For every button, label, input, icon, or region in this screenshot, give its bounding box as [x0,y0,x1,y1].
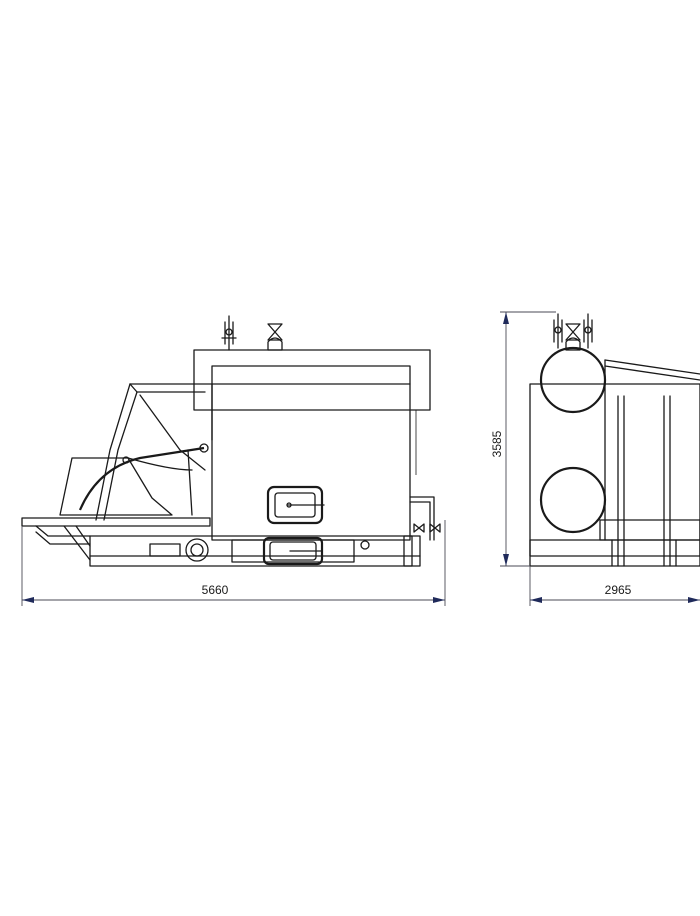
hourglass-valve-icon [267,323,283,351]
loading-platform [21,517,211,527]
safety-valve-icon [221,315,237,351]
dimension-height [500,311,556,567]
check-valve-icon [413,523,441,533]
front-housing [529,383,700,557]
height-label: 3585 [490,430,504,457]
screw-feeder-tube [78,446,205,511]
base-frame [89,535,421,567]
front-view [529,313,700,567]
boiler-top-casing [193,349,431,411]
front-safety-valve-icon [553,313,563,349]
main-housing [211,365,411,541]
upper-drum [539,346,607,414]
inspection-door-lower [262,536,324,566]
dimension-length [21,520,446,606]
feed-chute [59,457,173,516]
side-pipe [409,496,435,541]
front-hourglass-valve-icon [565,323,581,351]
hopper-top [129,383,213,441]
drive-motor [185,538,209,562]
inspection-door-upper [266,485,325,525]
length-label: 5660 [202,583,229,597]
width-label: 2965 [605,583,632,597]
lower-drum [539,466,607,534]
front-safety-valve-2-icon [583,313,593,349]
side-view [21,315,441,567]
dimension-width [529,566,700,606]
